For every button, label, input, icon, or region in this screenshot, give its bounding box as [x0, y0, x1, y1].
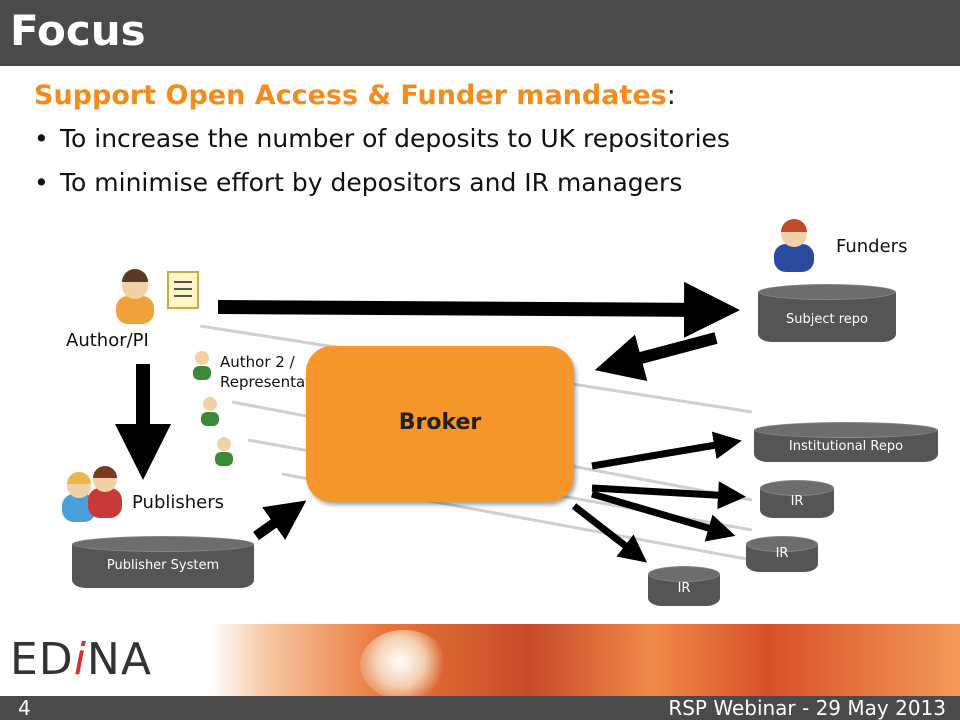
institutional-repo-cylinder: Institutional Repo — [754, 422, 938, 462]
ir-cylinder: IR — [760, 480, 834, 518]
slide-title: Focus — [10, 6, 146, 55]
ir-label: IR — [775, 546, 789, 561]
broker-to-ir1-arrow — [591, 481, 746, 510]
author2-label-line1: Author 2 / — [220, 353, 295, 371]
logo-i: i — [73, 634, 87, 685]
edina-logo: EDiNA — [10, 634, 152, 685]
globe-image — [360, 630, 448, 700]
funders-person-icon — [774, 219, 814, 272]
publisher-system-label: Publisher System — [106, 558, 220, 573]
logo-suffix: NA — [86, 634, 152, 685]
publisher-to-broker-arrow — [253, 500, 307, 541]
publishers-person-icon — [62, 466, 122, 522]
broker-to-ir3-arrow — [571, 503, 648, 563]
publishers-label: Publishers — [132, 492, 225, 513]
ir-cylinder: IR — [746, 536, 818, 572]
logo-prefix: ED — [10, 634, 74, 685]
document-icon — [167, 271, 199, 309]
subtitle-highlight: Support Open Access & Funder mandates — [34, 80, 667, 111]
flow-arrows — [115, 281, 746, 563]
event-label: RSP Webinar - 29 May 2013 — [668, 696, 946, 720]
bullet-text: To increase the number of deposits to UK… — [60, 124, 730, 153]
subtitle-suffix: : — [666, 80, 676, 111]
institutional-repo-label: Institutional Repo — [788, 439, 904, 454]
representative-person-icon — [215, 437, 233, 466]
broker-to-subject-arrow — [594, 332, 718, 382]
author-person-icon — [116, 269, 154, 324]
footer-bar: 4 RSP Webinar - 29 May 2013 — [0, 696, 960, 720]
bullet-dot-icon: • — [34, 124, 49, 153]
funders-label: Funders — [836, 236, 908, 257]
ir-cylinder: IR — [648, 566, 720, 606]
author-to-subject-arrow — [217, 281, 740, 338]
broker-to-institutional-arrow — [591, 431, 742, 470]
ir-label: IR — [677, 581, 691, 596]
slide-subtitle: Support Open Access & Funder mandates: — [34, 80, 676, 111]
broker-to-ir2-arrow — [591, 490, 736, 542]
ir-label: IR — [790, 494, 804, 509]
author2-label-line2: Representative — [220, 373, 334, 391]
broker-box: Broker — [306, 346, 574, 502]
broker-label: Broker — [398, 410, 482, 435]
publisher-system-cylinder: Publisher System — [72, 536, 254, 588]
bullet-item: • To minimise effort by depositors and IR… — [34, 168, 682, 197]
author-label: Author/PI — [66, 330, 149, 351]
page-number: 4 — [18, 696, 31, 720]
bullet-item: • To increase the number of deposits to U… — [34, 124, 730, 153]
subject-repo-cylinder: Subject repo — [758, 284, 896, 342]
representative-person-icon — [201, 397, 219, 426]
author2-person-icon — [193, 351, 211, 380]
title-bar: Focus — [0, 0, 960, 66]
bullet-text: To minimise effort by depositors and IR … — [60, 168, 683, 197]
footer-banner: EDiNA — [0, 624, 960, 696]
subject-repo-label: Subject repo — [786, 312, 868, 327]
bullet-dot-icon: • — [34, 168, 49, 197]
